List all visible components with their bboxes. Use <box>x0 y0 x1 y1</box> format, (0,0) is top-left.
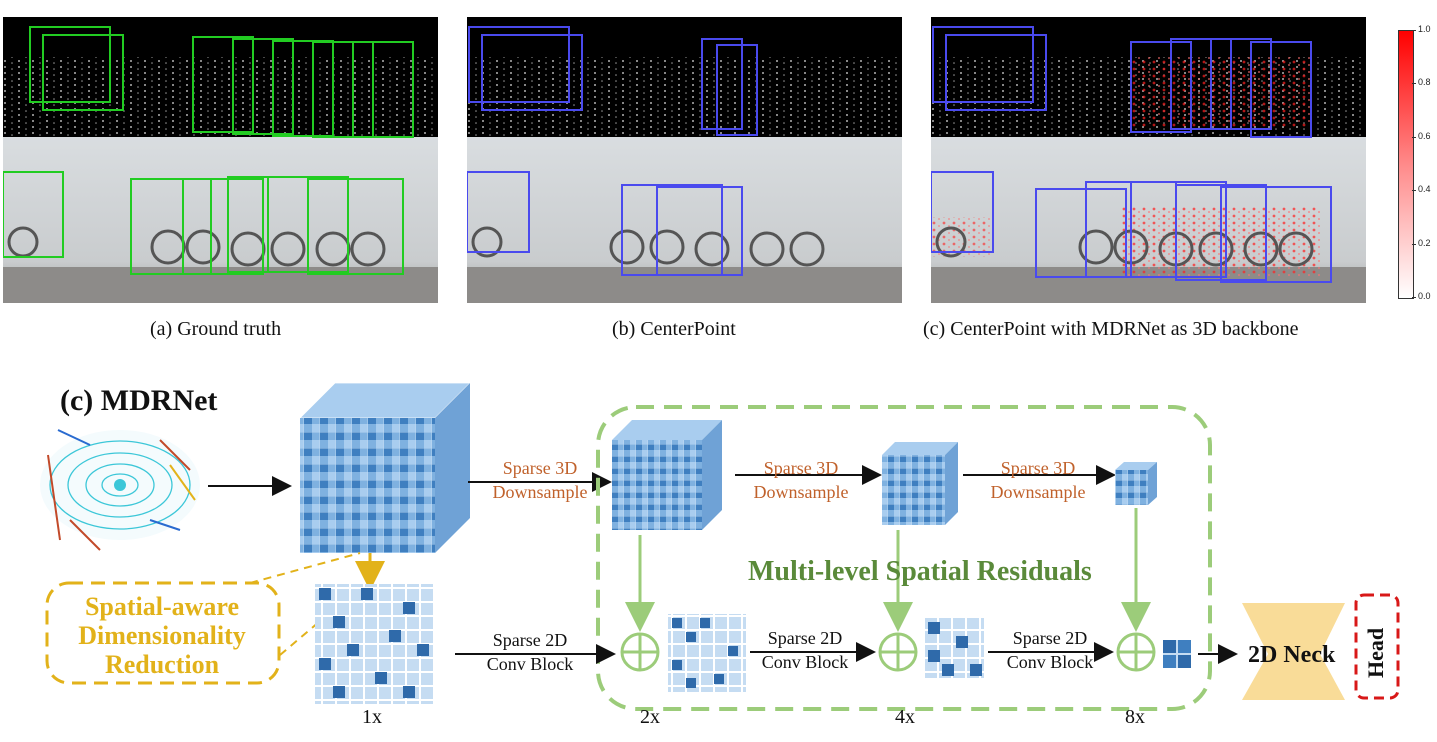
sadr-line-3: Reduction <box>104 650 220 679</box>
point-cloud-icon <box>40 429 200 551</box>
blk-line-2: Conv Block <box>1006 652 1094 672</box>
colorbar-tick-mark <box>1412 83 1416 84</box>
sadr-line-2: Dimensionality <box>78 621 246 650</box>
colorbar-tick-label: 0.8 <box>1418 77 1431 87</box>
sadr-line-1: Spatial-aware <box>84 592 240 621</box>
sparse-3d-downsample-label: Sparse 3D Downsample <box>963 456 1113 504</box>
op-line-1: Sparse 3D <box>502 458 578 478</box>
blk-line-1: Sparse 2D <box>767 628 843 648</box>
sadr-callout <box>45 581 281 685</box>
voxel-cube-1x <box>299 382 471 553</box>
2d-neck-block <box>1242 603 1345 700</box>
heat-colorbar <box>1398 30 1414 299</box>
panel-ground-truth <box>3 17 438 303</box>
colorbar-tick-mark <box>1412 244 1416 245</box>
multi-level-residual-region <box>596 405 1212 711</box>
op-line-1: Sparse 3D <box>1000 458 1076 478</box>
centerpoint-visualization <box>467 17 902 303</box>
sparse-3d-downsample-label: Sparse 3D Downsample <box>470 456 610 504</box>
colorbar-tick-mark <box>1412 30 1416 31</box>
colorbar-tick-label: 0.4 <box>1418 184 1431 194</box>
colorbar-tick-label: 0.6 <box>1418 131 1431 141</box>
bev-grid-1x <box>315 584 435 704</box>
bev-grid-2x <box>668 614 746 692</box>
centerpoint-mdrnet-visualization <box>931 17 1366 303</box>
colorbar-tick-label: 0.0 <box>1418 291 1431 301</box>
panel-centerpoint-mdrnet <box>931 17 1366 303</box>
scale-label-8x: 8x <box>1125 706 1145 728</box>
voxel-cube-4x <box>882 442 958 525</box>
blk-line-2: Conv Block <box>486 654 574 674</box>
op-line-2: Downsample <box>492 482 588 502</box>
sparse-2d-conv-label: Sparse 2D Conv Block <box>455 628 605 676</box>
residual-add-icon <box>620 632 660 672</box>
voxel-cube-8x <box>1115 462 1157 505</box>
bev-grid-8x <box>1163 640 1191 668</box>
colorbar-tick-mark <box>1412 190 1416 191</box>
caption-ground-truth: (a) Ground truth <box>150 318 282 340</box>
head-block <box>1354 593 1400 700</box>
scale-label-4x: 4x <box>895 706 915 728</box>
residual-add-icon <box>1116 632 1156 672</box>
sparse-2d-conv-label: Sparse 2D Conv Block <box>980 626 1120 674</box>
scale-label-1x: 1x <box>362 706 382 728</box>
residual-add-icon <box>878 632 918 672</box>
colorbar-tick-label: 0.2 <box>1418 238 1431 248</box>
blk-line-2: Conv Block <box>761 652 849 672</box>
voxel-cube-2x <box>612 420 722 530</box>
blk-line-1: Sparse 2D <box>1012 628 1088 648</box>
colorbar-tick-mark <box>1412 137 1416 138</box>
op-line-2: Downsample <box>753 482 849 502</box>
ground-truth-visualization <box>3 17 438 303</box>
diagram-title: (c) MDRNet <box>60 384 218 417</box>
sparse-3d-downsample-label: Sparse 3D Downsample <box>726 456 876 504</box>
neck-label: 2D Neck <box>1248 642 1336 668</box>
caption-centerpoint: (b) CenterPoint <box>612 318 736 340</box>
head-label: Head <box>1363 627 1388 678</box>
sparse-2d-conv-label: Sparse 2D Conv Block <box>735 626 875 674</box>
multi-level-spatial-residuals-label: Multi-level Spatial Residuals <box>748 556 1092 587</box>
sadr-label: Spatial-aware Dimensionality Reduction <box>52 592 272 679</box>
caption-centerpoint-mdrnet: (c) CenterPoint with MDRNet as 3D backbo… <box>923 318 1299 340</box>
blk-line-1: Sparse 2D <box>492 630 568 650</box>
op-line-2: Downsample <box>990 482 1086 502</box>
op-line-1: Sparse 3D <box>763 458 839 478</box>
scale-label-2x: 2x <box>640 706 660 728</box>
colorbar-tick-label: 1.0 <box>1418 24 1431 34</box>
bev-grid-4x <box>924 618 984 678</box>
colorbar-tick-mark <box>1412 297 1416 298</box>
panel-centerpoint <box>467 17 902 303</box>
